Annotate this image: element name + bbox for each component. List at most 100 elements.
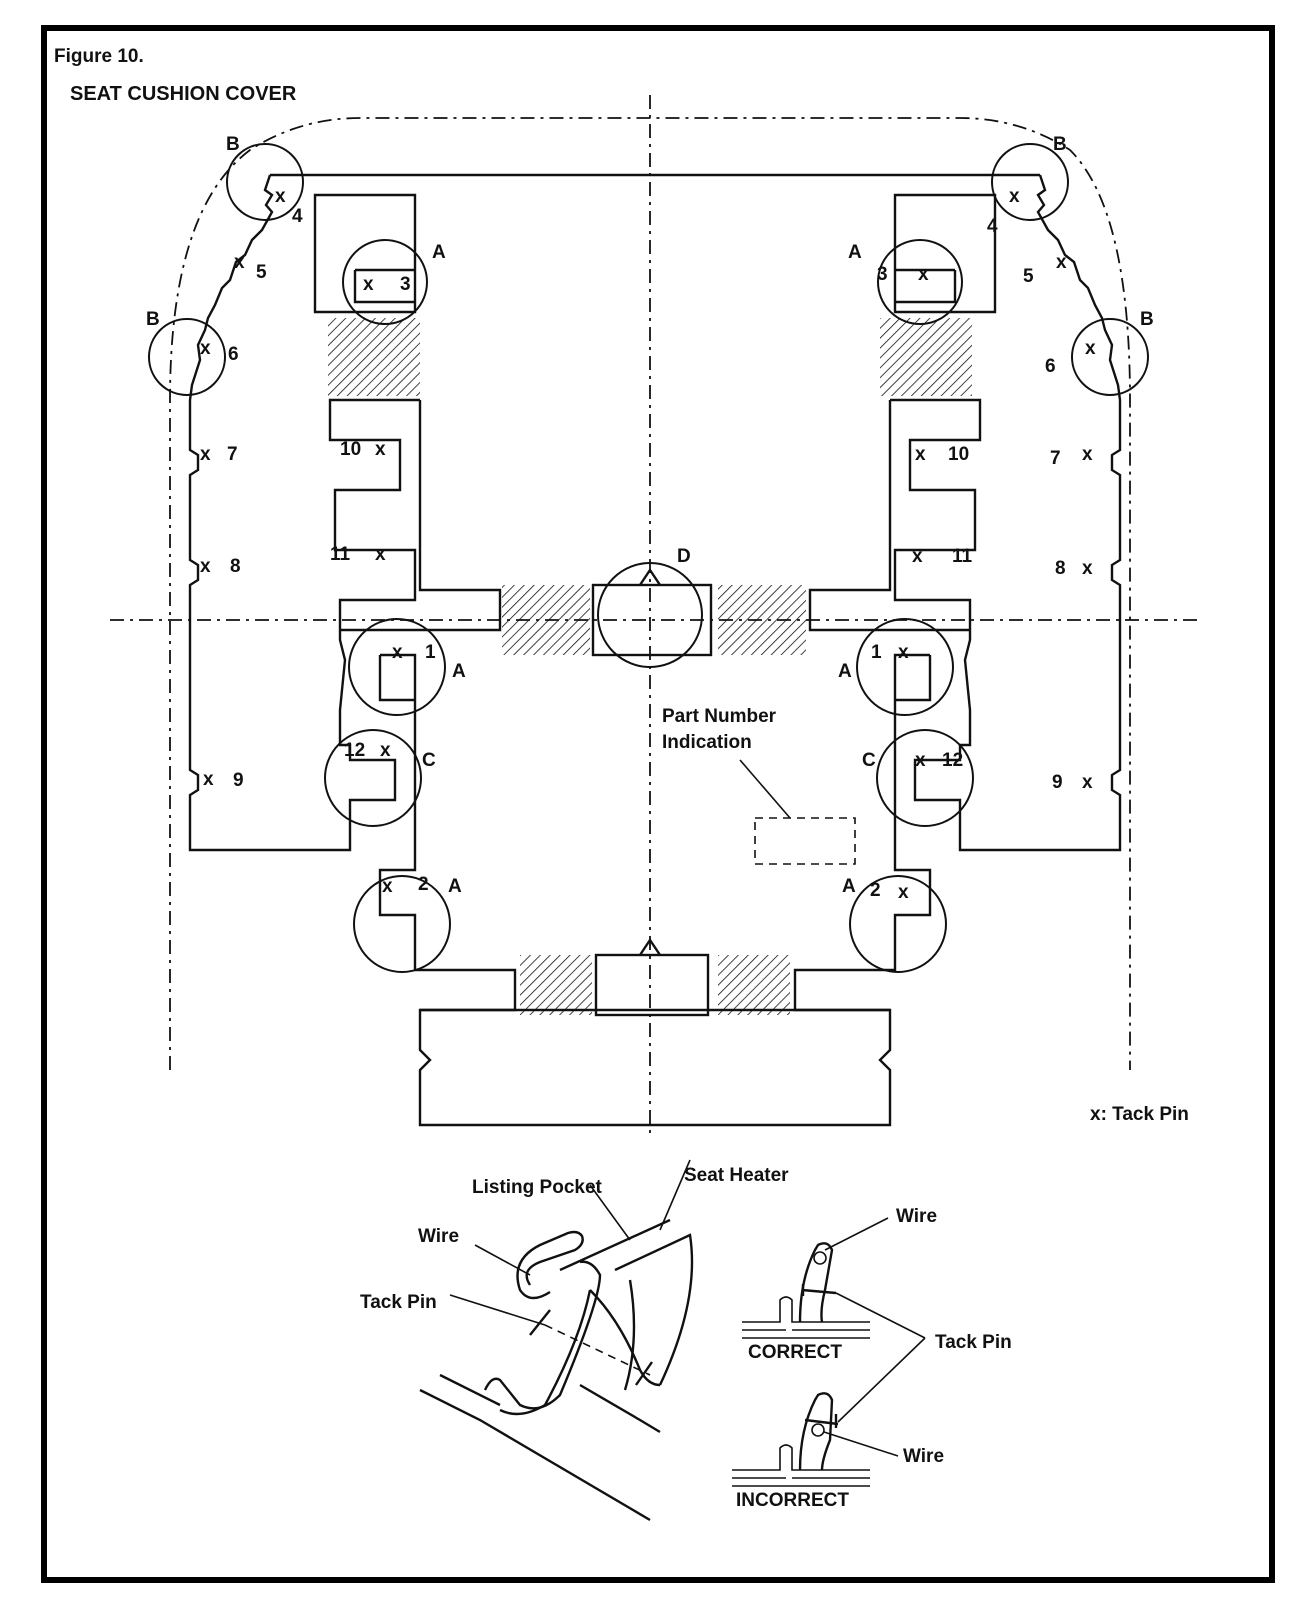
circle-b-left-mid [148,318,226,396]
tack-right-4: x [1009,186,1020,207]
num-right-11: 11 [952,546,973,567]
tack-pin-label-left: Tack Pin [360,1292,437,1313]
tack-right-7: x [1082,444,1093,465]
marker-a-left-2: A [448,876,462,897]
lower-center-block [594,953,710,1017]
bottom-piece [418,1008,892,1127]
marker-a-right-3: A [848,242,862,263]
wire-leader-bottom [823,1431,899,1457]
tack-right-11: x [912,546,923,567]
num-left-6: 6 [228,344,239,365]
tack-left-5: x [234,252,245,273]
tack-left-1: x [392,642,403,663]
outer-contour [169,117,1131,1070]
part-number-leader [739,759,791,819]
num-right-5: 5 [1023,266,1034,287]
circle-a-right-1 [856,618,954,716]
part-number-label: Part Number [662,706,777,727]
num-left-8: 8 [230,556,241,577]
tack-right-9: x [1082,772,1093,793]
num-left-2: 2 [418,874,429,895]
wire-label-left: Wire [418,1226,459,1247]
tack-left-8: x [200,556,211,577]
num-right-3: 3 [877,264,888,285]
marker-b-left-mid: B [146,309,160,330]
num-right-4: 4 [987,216,998,237]
circle-a-left-3 [342,239,428,325]
tack-right-3: x [918,264,929,285]
circle-d [597,562,703,668]
figure-number: Figure 10. [54,46,144,67]
tack-pin-leader-1 [835,1292,926,1339]
num-right-10: 10 [948,444,969,465]
marker-c-left: C [422,750,436,771]
tack-left-11: x [375,544,386,565]
num-left-3: 3 [400,274,411,295]
circle-b-left-top [226,143,304,221]
circle-a-left-2 [353,875,451,973]
center-block-d [591,583,713,657]
circle-a-right-2 [849,875,947,973]
num-right-7: 7 [1050,448,1061,469]
marker-a-right-1: A [838,661,852,682]
num-left-1: 1 [425,642,436,663]
num-left-4: 4 [292,206,303,227]
tack-left-6: x [200,338,211,359]
num-left-10: 10 [340,439,361,460]
listing-pocket-detail [419,1159,694,1522]
tack-right-1: x [898,642,909,663]
tack-left-2: x [382,876,393,897]
num-left-5: 5 [256,262,267,283]
wire-leader-top [824,1217,889,1251]
hatch-right-middle [718,585,806,655]
indication-label: Indication [662,732,752,753]
wire-label-top: Wire [896,1206,937,1227]
num-right-8: 8 [1055,558,1066,579]
tack-pin-label-right: Tack Pin [935,1332,1012,1353]
left-lower-panel [340,400,517,1012]
num-left-9: 9 [233,770,244,791]
marker-b-left-top: B [226,134,240,155]
marker-a-left-3: A [432,242,446,263]
hatch-left-lower [520,955,592,1015]
marker-c-right: C [862,750,876,771]
tack-right-12: x [915,750,926,771]
tack-right-2: x [898,882,909,903]
hatch-left-upper [328,318,420,396]
marker-a-right-2: A [842,876,856,897]
center-notch [639,567,661,586]
figure-title: SEAT CUSHION COVER [70,83,297,105]
num-right-6: 6 [1045,356,1056,377]
tack-left-3: x [363,274,374,295]
num-right-1: 1 [871,642,882,663]
circle-b-right-mid [1071,318,1149,396]
tack-left-7: x [200,444,211,465]
num-left-11: 11 [330,544,351,565]
figure-frame [41,25,1275,1583]
tack-right-10: x [915,444,926,465]
tack-left-12: x [380,740,391,761]
num-right-2: 2 [870,880,881,901]
wire-label-bottom: Wire [903,1446,944,1467]
incorrect-label: INCORRECT [736,1490,849,1511]
circle-c-right [876,729,974,827]
correct-label: CORRECT [748,1342,842,1363]
tack-right-5: x [1056,252,1067,273]
right-panel-group [793,174,1122,1012]
incorrect-inset [732,1392,870,1487]
lower-center-notch [639,937,661,956]
marker-b-right-top: B [1053,134,1067,155]
left-outer-panel [188,174,420,852]
tack-left-9: x [203,769,214,790]
correct-inset [742,1242,870,1339]
hatch-right-upper [880,318,972,396]
num-right-9: 9 [1052,772,1063,793]
part-number-box [754,817,856,865]
tack-right-6: x [1085,338,1096,359]
num-left-12: 12 [344,740,365,761]
circle-a-right-3 [877,239,963,325]
tack-pin-leader-2 [837,1337,926,1423]
marker-d: D [677,546,691,567]
circle-a-left-1 [348,618,446,716]
